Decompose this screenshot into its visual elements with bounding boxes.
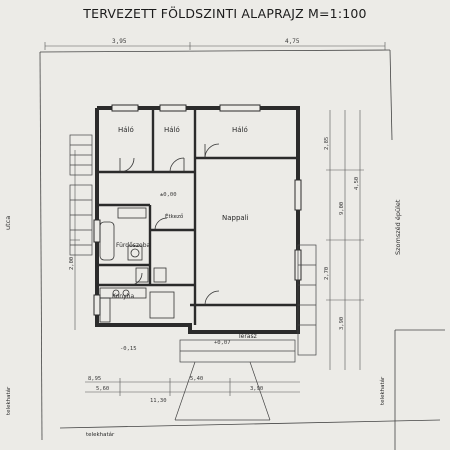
room-label-konyha: Konyha: [112, 293, 134, 300]
room-label-halo-1: Háló: [118, 126, 134, 134]
dim-bottom-4: 3,90: [250, 386, 263, 392]
plot-boundary: [39, 49, 445, 450]
level-mark-3: -0,15: [120, 346, 137, 352]
dim-right-1: 2,85: [324, 137, 330, 150]
bathroom-fixtures: [99, 207, 147, 261]
level-mark-1: ±0,00: [160, 192, 177, 198]
dim-left-1: 2,00: [69, 257, 75, 270]
room-label-halo-3: Háló: [232, 126, 248, 134]
dim-top-right: 4,75: [285, 38, 300, 45]
dimension-lines: [44, 42, 386, 396]
plot-boundary-label-bottom: telekhatár: [86, 431, 115, 438]
dim-bottom-5: 11,30: [150, 398, 167, 404]
exterior-walls: [95, 106, 300, 334]
windows: [93, 104, 302, 316]
section-lines: [174, 361, 271, 421]
level-mark-2: +0,07: [214, 340, 231, 346]
door-swings: [119, 143, 220, 306]
dim-bottom-3: 5,40: [190, 376, 203, 382]
dim-bottom-1: 8,95: [88, 376, 101, 382]
dim-right-4: 2,70: [324, 267, 330, 280]
entrance-steps: [69, 134, 317, 363]
plot-boundary-label-left: telekhatár: [5, 386, 12, 415]
interior-walls: [97, 108, 298, 325]
neighbor-building-label: Szomszéd épület: [394, 199, 402, 255]
street-label: utca: [4, 216, 12, 230]
dim-right-2: 9,00: [339, 202, 345, 215]
dim-right-3: 4,50: [354, 177, 360, 190]
room-label-etkezo: Étkező: [165, 212, 184, 220]
room-label-halo-2: Háló: [164, 126, 180, 134]
plan-title: TERVEZETT FÖLDSZINTI ALAPRAJZ M=1:100: [83, 6, 367, 21]
dim-bottom-2: 5,60: [96, 386, 109, 392]
dim-top-left: 3,95: [112, 38, 127, 45]
room-label-furdo: Fürdőszoba: [116, 242, 151, 249]
dim-right-5: 3,90: [339, 317, 345, 330]
room-label-terasz: Terasz: [237, 333, 257, 340]
plot-boundary-label-right: telekhatár: [379, 376, 386, 405]
kitchen-fixtures: [99, 267, 175, 323]
room-label-nappali: Nappali: [222, 214, 249, 222]
